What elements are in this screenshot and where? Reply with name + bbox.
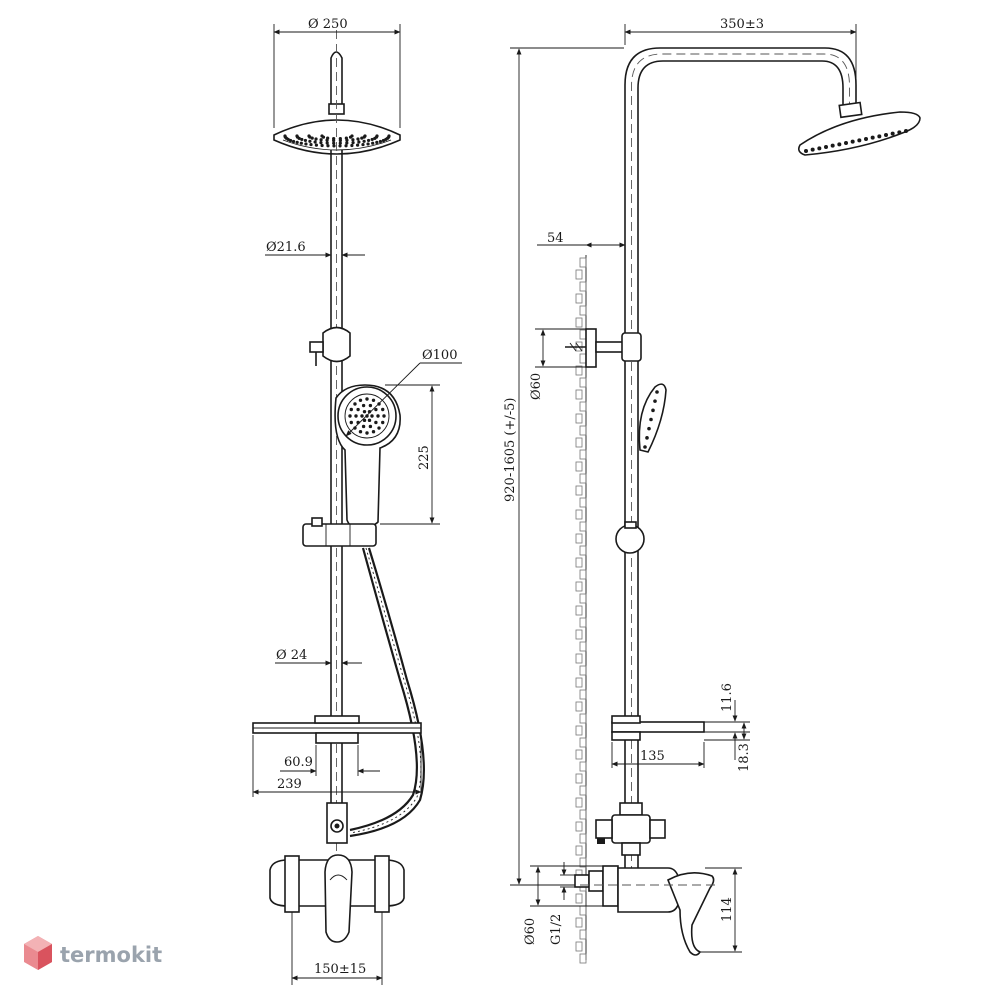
front-wall-bracket [309, 326, 351, 366]
dim-shelf-width: 239 [252, 735, 422, 797]
front-shower-head [273, 119, 401, 155]
dim-wall-offset: 54 [537, 231, 626, 248]
dim-shelf-inner: 60.9 [280, 745, 380, 776]
side-shelf [611, 715, 705, 803]
dim-wall-offset-label: 54 [547, 231, 564, 246]
dim-hand-diameter-label: Ø100 [422, 348, 457, 363]
front-slider-holder [302, 517, 377, 547]
dim-rail-diameter: Ø21.6 [265, 240, 365, 258]
shower-head-nozzles [283, 134, 391, 148]
dim-head-diameter-label: Ø 250 [308, 17, 348, 32]
dim-flange: Ø60 G1/2 [523, 862, 603, 945]
dim-flange-diameter-label: Ø60 [523, 918, 538, 945]
dim-shelf-side: 11.6 18.3 135 [611, 683, 752, 772]
dim-arm-reach-label: 350±3 [720, 17, 764, 32]
front-hand-shower [334, 384, 401, 529]
brand-logo: termokit [24, 936, 162, 970]
dim-hand-length: 225 [380, 384, 440, 525]
wall-hatch [575, 255, 587, 964]
dim-spacing: 150±15 [291, 912, 383, 985]
dim-arm-reach: 350±3 [624, 17, 857, 100]
front-hose [349, 547, 425, 838]
front-shelf [252, 715, 422, 744]
side-mixer [574, 865, 720, 956]
dim-bracket-diameter: Ø60 [529, 328, 586, 400]
brand-name: termokit [60, 943, 162, 967]
dim-bracket-diameter-label: Ø60 [529, 373, 544, 400]
dim-height-range: 920-1605 (+/-5) [503, 47, 624, 886]
dim-thread-label: G1/2 [549, 914, 564, 945]
dim-shelf-width-label: 239 [277, 777, 302, 792]
side-overhead-arm [624, 47, 863, 875]
front-view: Ø 250 Ø21.6 Ø100 225 Ø 24 [252, 17, 462, 985]
side-hand-nozzles [643, 390, 659, 449]
side-head-nozzles [804, 129, 908, 153]
side-hand-shower [638, 383, 667, 453]
dim-hand-diameter: Ø100 [345, 348, 462, 437]
dim-hand-length-label: 225 [417, 445, 432, 470]
side-diverter [595, 802, 666, 868]
side-shower-head [798, 111, 921, 156]
side-slider-knob [615, 521, 645, 554]
dim-mixer-height: 114 [700, 867, 742, 953]
hand-shower-nozzles [348, 397, 386, 435]
side-wall-bracket [565, 328, 642, 368]
dim-shelf-depth-label: 135 [640, 749, 665, 764]
dim-rail-diameter-label: Ø21.6 [266, 240, 306, 255]
dim-lower-diameter: Ø 24 [275, 648, 362, 666]
dim-shelf-inner-label: 60.9 [284, 755, 313, 770]
front-rail [330, 30, 343, 900]
dim-height-range-label: 920-1605 (+/-5) [503, 397, 518, 502]
front-lower-pipe [326, 743, 348, 844]
side-view: 350±3 920-1605 (+/-5) 54 Ø60 [503, 17, 921, 964]
brand-logo-icon [24, 936, 52, 970]
dim-spacing-label: 150±15 [314, 962, 366, 977]
dim-head-diameter: Ø 250 [273, 17, 401, 128]
dim-shelf-height-label: 18.3 [737, 743, 752, 772]
dim-mixer-height-label: 114 [720, 897, 735, 922]
front-mixer [269, 854, 405, 943]
dim-shelf-thickness-label: 11.6 [720, 683, 735, 712]
dim-lower-diameter-label: Ø 24 [276, 648, 307, 663]
